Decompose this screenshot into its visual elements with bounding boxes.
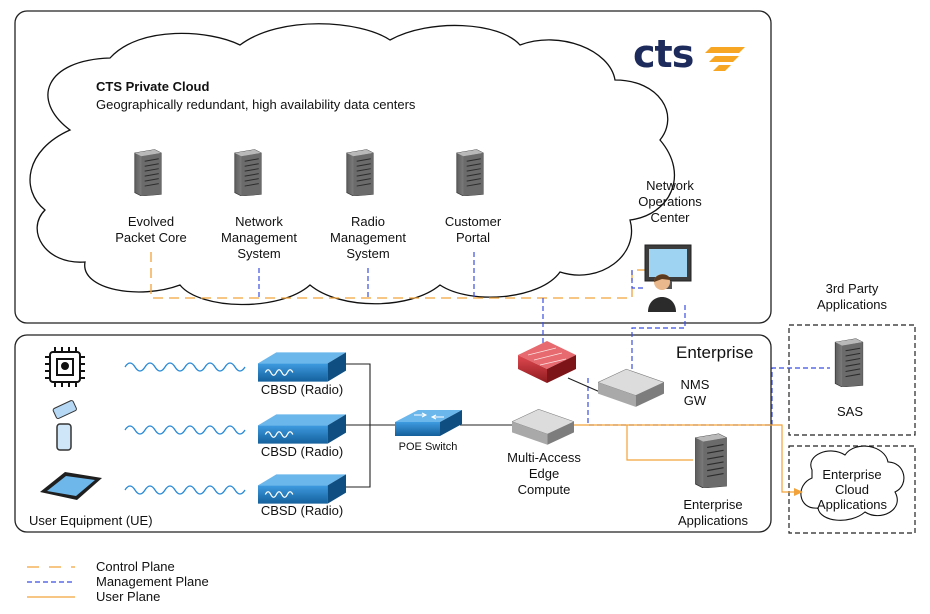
portal-server-icon [456,149,484,196]
legend-user-label: User Plane [96,589,161,604]
poe-switch-label: POE Switch [398,441,458,453]
noc-operator-icon [644,244,692,312]
enterprise-frame [14,334,772,533]
rms-server-icon [346,149,374,196]
enterprise-app-server-icon [694,433,728,488]
logo-text: cts [633,32,694,76]
control-plane-line [150,252,648,299]
iot-chip-icon [45,347,85,387]
phone-icons [52,400,77,451]
wireless-links [124,362,246,495]
ethernet-links [345,363,601,488]
third-party-box [788,324,916,436]
user-plane-arrow [794,488,803,496]
cloud-subtitle: Geographically redundant, high availabil… [96,97,416,112]
epc-server-icon [134,149,162,196]
sas-label: SAS [836,404,863,419]
legend-control-label: Control Plane [96,559,175,574]
cbsd-radio-1-icon [258,352,346,382]
enterprise-cloud-box [788,445,916,534]
logo-accent-icon [705,47,745,71]
cloud-title: CTS Private Cloud [96,79,210,94]
tablet-icon [40,472,102,500]
user-plane-lines [572,424,800,493]
nms-server-icon [234,149,262,196]
legend-management-label: Management Plane [96,574,209,589]
ue-label: User Equipment (UE) [29,513,153,528]
sas-server-icon [834,338,864,387]
cbsd-radio-2-icon [258,414,346,444]
cbsd-1-label: CBSD (Radio) [260,382,344,397]
enterprise-cloud-shape [800,445,905,521]
cbsd-radio-3-icon [258,474,346,504]
enterprise-title: Enterprise [676,343,754,362]
poe-switch-icon [395,410,462,436]
cts-logo: cts [633,34,745,74]
cbsd-2-label: CBSD (Radio) [260,444,344,459]
firewall-icon [518,341,576,383]
cbsd-3-label: CBSD (Radio) [260,503,344,518]
